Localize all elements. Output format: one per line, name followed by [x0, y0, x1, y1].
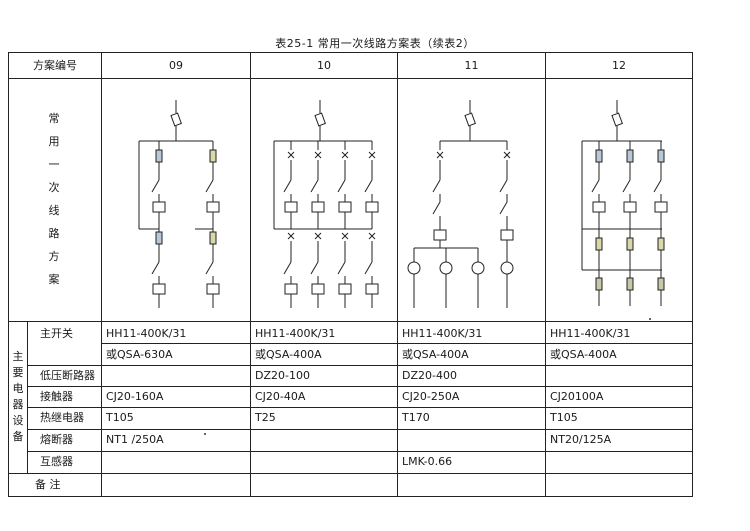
cell-thermal-relay-11: T170: [402, 411, 430, 424]
scheme-number-10: 10: [317, 59, 331, 72]
remarks-label: 备 注: [35, 478, 61, 491]
circuit-diagram-09: [138, 100, 220, 308]
circuit-diagram-11: [407, 100, 514, 308]
cell-contactor-09: CJ20-160A: [106, 390, 164, 403]
row-label-transformer: 互感器: [40, 455, 73, 468]
row-label-breaker: 低压断路器: [40, 369, 95, 382]
cell-breaker-11: DZ20-400: [402, 369, 457, 382]
row-label-thermal-relay: 热继电器: [40, 411, 84, 424]
cell-main-switch-alt-12: 或QSA-400A: [550, 348, 617, 361]
cell-contactor-12: CJ20100A: [550, 390, 604, 403]
circuit-diagram-10: [273, 100, 379, 309]
scan-speck: [204, 433, 206, 435]
cell-main-switch-11: HH11-400K/31: [402, 327, 483, 340]
scheme-number-11: 11: [464, 59, 479, 72]
row-label-contactor: 接触器: [40, 390, 73, 403]
cell-main-switch-alt-09: 或QSA-630A: [106, 348, 173, 361]
scheme-number-12: 12: [612, 59, 626, 72]
cell-thermal-relay-10: T25: [255, 411, 276, 424]
cell-fuse-12: NT20/125A: [550, 433, 612, 446]
circuit-diagram-12: [581, 100, 668, 307]
cell-thermal-relay-12: T105: [550, 411, 578, 424]
table-title: 表25-1 常用一次线路方案表（续表2）: [275, 37, 475, 50]
cell-main-switch-09: HH11-400K/31: [106, 327, 187, 340]
scheme-number-09: 09: [169, 59, 183, 72]
cell-contactor-11: CJ20-250A: [402, 390, 460, 403]
cell-main-switch-alt-10: 或QSA-400A: [255, 348, 322, 361]
branch-10: [283, 141, 298, 308]
scan-speck: [649, 318, 651, 320]
cell-contactor-10: CJ20-40A: [255, 390, 306, 403]
header-label: 方案编号: [33, 59, 77, 72]
branch-12: [591, 141, 606, 306]
cell-main-switch-10: HH11-400K/31: [255, 327, 336, 340]
cell-breaker-10: DZ20-100: [255, 369, 310, 382]
cell-main-switch-12: HH11-400K/31: [550, 327, 631, 340]
cell-thermal-relay-09: T105: [106, 411, 134, 424]
cell-fuse-09: NT1 /250A: [106, 433, 164, 446]
cell-main-switch-alt-11: 或QSA-400A: [402, 348, 469, 361]
row-label-main-switch: 主开关: [40, 327, 73, 340]
row-label-fuse: 熔断器: [40, 433, 73, 446]
cell-transformer-11: LMK-0.66: [402, 455, 453, 468]
